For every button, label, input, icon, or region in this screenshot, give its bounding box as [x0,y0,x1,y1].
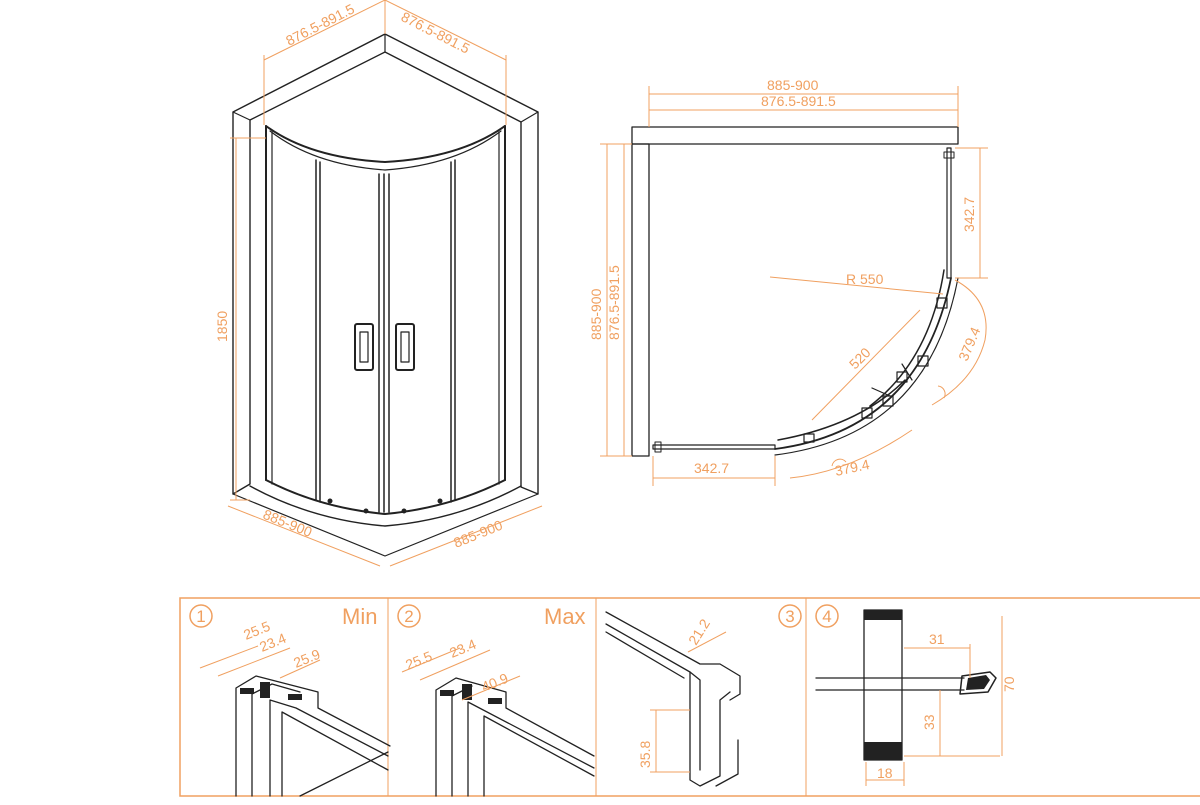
plan-left-outer-depth: 885-900 [588,288,604,340]
plan-radius: R 550 [846,271,884,287]
detail-4-dim-d: 18 [877,765,893,781]
isometric-view: 876.5-891.5 876.5-891.5 1850 885-900 885… [214,0,543,567]
details-frame [179,597,1200,797]
badge-1-label: 1 [196,607,205,626]
detail-3-dim-b: 35.8 [637,741,653,768]
badge-2-label: 2 [404,607,413,626]
detail-panel-2: 2 Max 25.5 23.4 40.9 [397,604,595,797]
detail-4-dim-c: 33 [921,714,937,730]
plan-left-inner-depth: 876.5-891.5 [606,265,622,340]
detail-panel-4: 4 31 70 33 18 [815,604,1017,786]
iso-top-right-width: 876.5-891.5 [399,8,473,56]
detail-3-dim-a: 21.2 [685,616,713,648]
iso-bottom-right-width: 885-900 [451,517,505,551]
badge-3-label: 3 [785,607,794,626]
badge-2 [397,604,421,628]
plan-outer-width: 885-900 [767,77,819,93]
badge-4-label: 4 [822,607,831,626]
badge-3 [778,604,802,628]
detail-2-tag: Max [544,604,586,629]
detail-1-dim-c: 25.9 [291,646,322,671]
plan-right-fixed-panel: 342.7 [961,197,977,232]
detail-1-tag: Min [342,604,377,629]
detail-panel-1: 1 Min 25.5 23.4 25.9 [189,604,391,797]
badge-1 [189,604,213,628]
plan-view: 885-900 876.5-891.5 885-900 876.5-891.5 … [588,77,988,486]
detail-2-dim-a: 25.5 [403,648,434,673]
detail-4-dim-b: 70 [1001,676,1017,692]
plan-bottom-arc-segment: 379.4 [833,456,871,479]
plan-inner-width: 876.5-891.5 [761,93,836,109]
iso-top-left-width: 876.5-891.5 [283,0,357,48]
detail-4-dim-a: 31 [929,631,945,647]
detail-panel-3: 3 21.2 35.8 [605,604,802,787]
iso-height: 1850 [214,311,230,342]
detail-2-dim-c: 40.9 [479,670,510,695]
badge-4 [815,604,839,628]
plan-door-opening: 520 [846,344,874,372]
plan-bottom-fixed-panel: 342.7 [694,460,729,476]
